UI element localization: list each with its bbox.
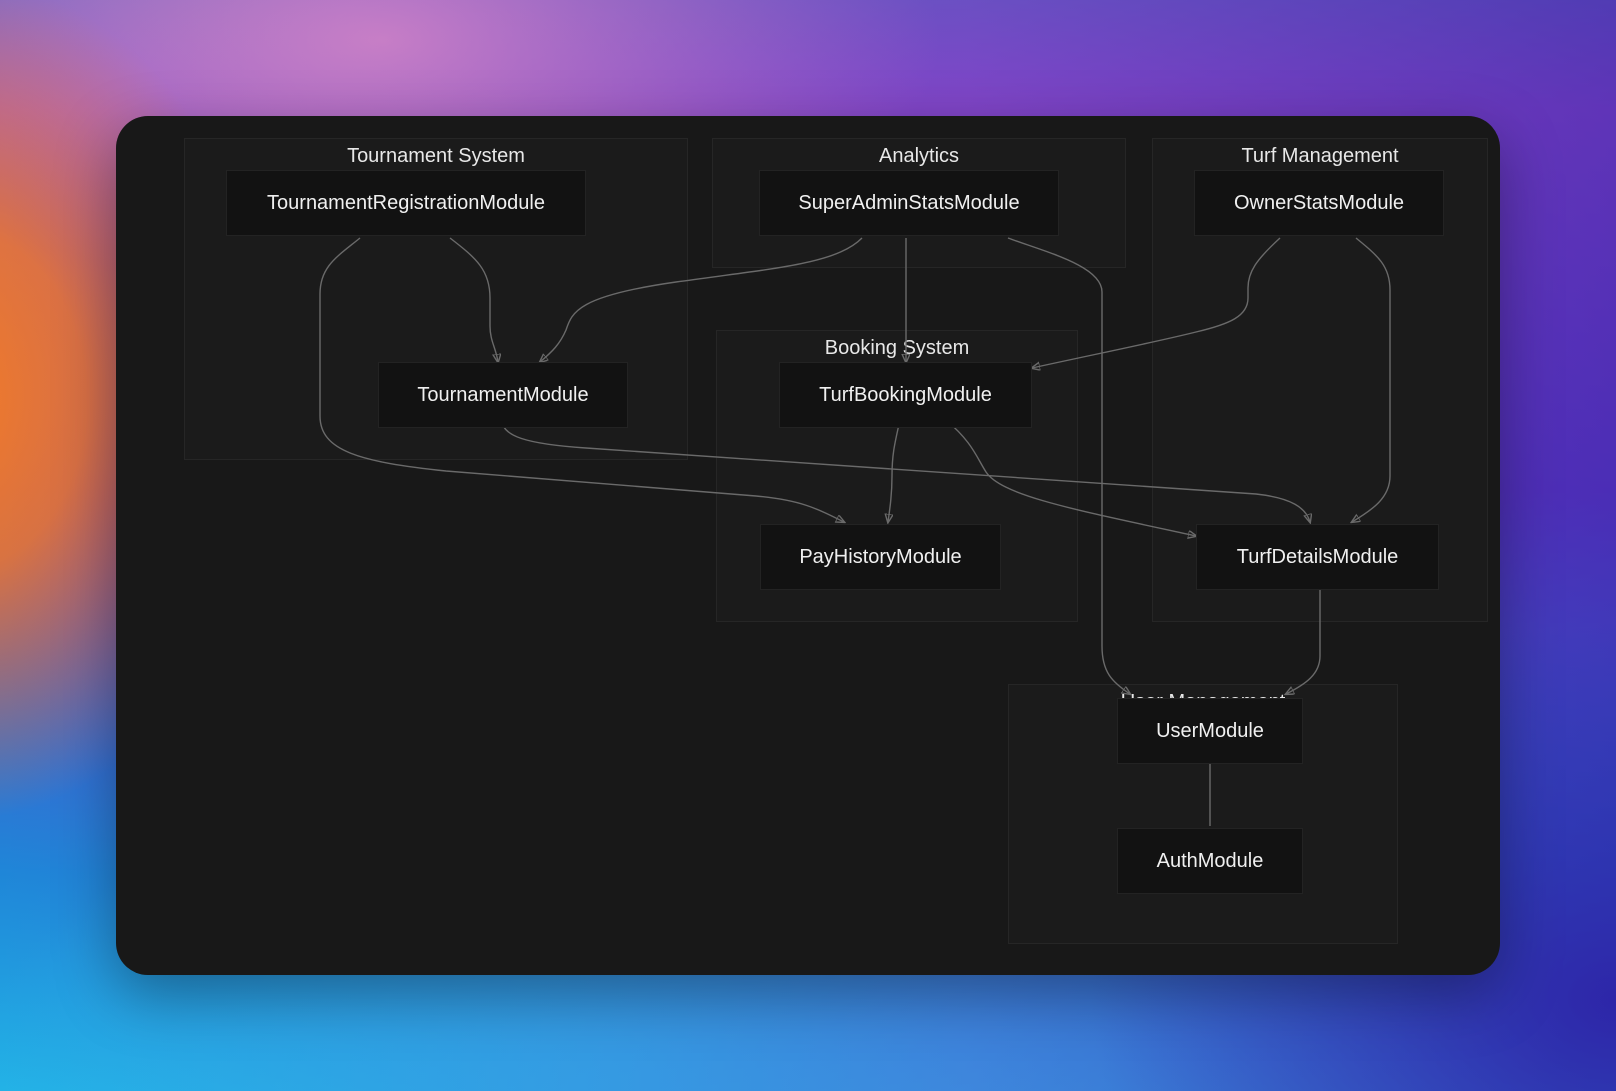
node-user-module[interactable]: UserModule — [1117, 698, 1303, 764]
node-super-admin-stats-module[interactable]: SuperAdminStatsModule — [759, 170, 1059, 236]
group-title: Turf Management — [1241, 145, 1399, 167]
node-tournament-module[interactable]: TournamentModule — [378, 362, 628, 428]
node-owner-stats-module[interactable]: OwnerStatsModule — [1194, 170, 1444, 236]
node-turf-booking-module[interactable]: TurfBookingModule — [779, 362, 1032, 428]
group-title: Tournament System — [347, 145, 525, 167]
group-title: Booking System — [824, 337, 970, 359]
node-turf-details-module[interactable]: TurfDetailsModule — [1196, 524, 1439, 590]
node-auth-module[interactable]: AuthModule — [1117, 828, 1303, 894]
node-tournament-registration-module[interactable]: TournamentRegistrationModule — [226, 170, 586, 236]
node-pay-history-module[interactable]: PayHistoryModule — [760, 524, 1001, 590]
diagram-window: Tournament System Analytics Turf Managem… — [116, 116, 1500, 975]
group-title: Analytics — [878, 145, 960, 167]
